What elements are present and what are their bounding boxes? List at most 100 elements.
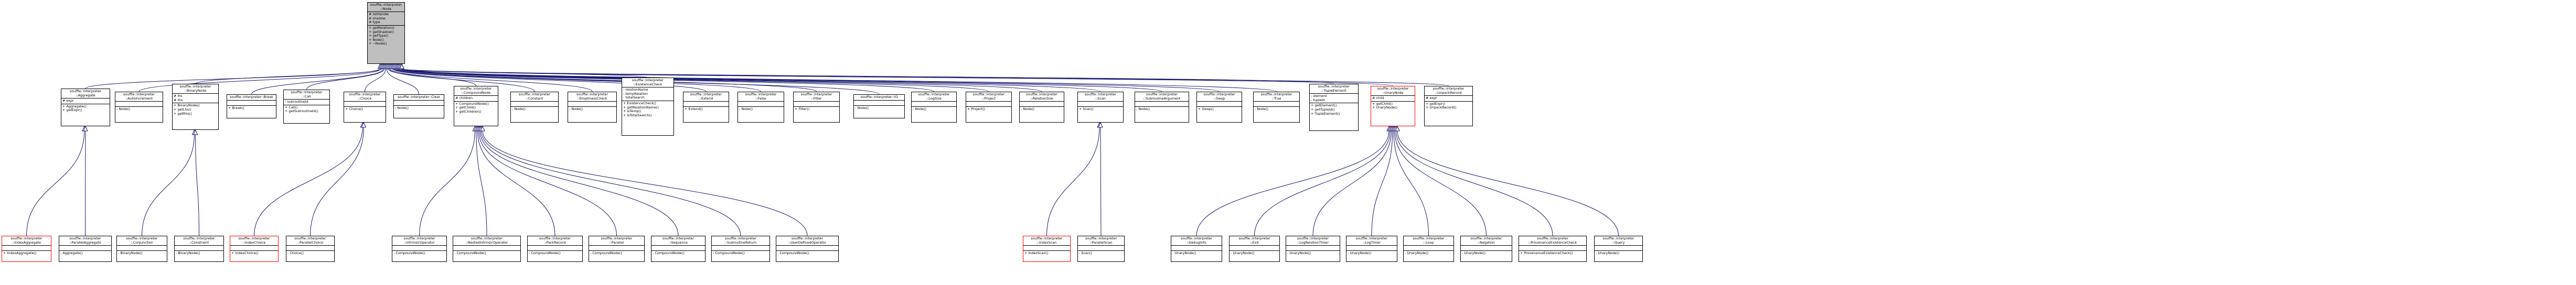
class-box-provenanceexistencecheck[interactable]: souffle::interpreter::ProvenanceExistenc… [1519,236,1587,262]
class-box-query[interactable]: souffle::interpreter::Query- UnaryNode() [1594,236,1643,262]
class-attributes [1020,101,1064,106]
class-name-line: souffle::interpreter [238,236,270,240]
class-box-negation[interactable]: souffle::interpreter::Negation- UnaryNod… [1460,236,1512,262]
class-attributes [59,245,111,250]
class-box-subroutineargument[interactable]: souffle::interpreter::SubroutineArgument… [1135,92,1189,123]
class-operations: - Scan() [1078,250,1124,256]
class-operations-line: - UnaryNode() [1231,251,1255,256]
class-box-existencecheck[interactable]: souffle::interpreter::ExistenceCheck- re… [622,78,674,136]
inheritance-edge [390,68,593,92]
class-name-line: souffle::interpreter [791,236,824,240]
class-operations: - Node() [115,106,163,112]
class-name: souffle::interpreter::Exit [1230,236,1279,245]
class-box-scan[interactable]: souffle::interpreter::Scan+ Scan() [1077,92,1124,123]
class-attributes [1461,245,1512,250]
class-box-logrelationtimer[interactable]: souffle::interpreter::LogRelationTimer- … [1286,236,1340,262]
class-name-line: souffle::interpreter [518,92,551,96]
class-operations-line: + Scan() [1079,107,1094,112]
class-box-intrinsicoperator[interactable]: souffle::interpreter::IntrinsicOperator-… [392,236,447,262]
class-name-line: ::Aggregate [76,93,95,97]
inheritance-edge [195,134,199,236]
class-box-constant[interactable]: souffle::interpreter::Constant- Node() [510,92,559,123]
class-name-line: ::ParallelChoice [297,240,324,245]
class-attributes-line: # children [455,96,473,101]
class-box-nestedintrinsicoperator[interactable]: souffle::interpreter::NestedIntrinsicOpe… [453,236,521,262]
class-box-packrecord[interactable]: souffle::interpreter::PackRecord- Compou… [527,236,583,262]
inheritance-edge [392,68,707,92]
class-box-logtimer[interactable]: souffle::interpreter::LogTimer- UnaryNod… [1346,236,1397,262]
class-box-node[interactable]: souffle::interpreter::Node# relHandle# s… [367,2,405,64]
class-name-line: ::CompoundNode [461,90,491,95]
class-box-indexchoice[interactable]: souffle::interpreter::IndexChoice+ Index… [230,236,279,262]
class-name: souffle::interpreter::UnaryNode [1371,86,1415,95]
class-operations-line: + IndexScan() [1024,251,1049,256]
class-box-binarynode[interactable]: souffle::interpreter::BinaryNode# lhs# r… [172,84,219,130]
class-name-line: souffle::interpreter [10,236,42,240]
class-name-line: souffle::interpreter [1602,236,1634,240]
class-attributes [912,101,956,106]
class-operations-line: + getExpr() [1426,101,1446,106]
inheritance-edge [1312,130,1392,236]
class-operations-line: + UnpackRecord() [1426,105,1457,110]
class-box-parallel[interactable]: souffle::interpreter::Parallel- Compound… [589,236,645,262]
class-name-line: ::Conjunction [131,240,153,245]
class-box-userdefinedoperator[interactable]: souffle::interpreter::UserDefinedOperato… [776,236,839,262]
class-operations: - CompoundNode() [712,250,769,256]
inheritance-edge [138,68,382,92]
class-operations-line: - UnaryNode() [1348,251,1372,256]
class-box-parallelchoice[interactable]: souffle::interpreter::ParallelChoice- Ch… [286,236,335,262]
class-box-project[interactable]: souffle::interpreter::Project+ Project() [966,92,1012,123]
class-name-line: souffle::interpreter [1238,236,1270,240]
class-box-loop[interactable]: souffle::interpreter::Loop- UnaryNode() [1403,236,1454,262]
class-name-line: ::UserDefinedOperator [788,240,827,245]
class-box-parallelscan[interactable]: souffle::interpreter::ParallelScan- Scan… [1077,236,1125,262]
class-box-unpackrecord[interactable]: souffle::interpreter::UnpackRecord# expr… [1424,86,1473,126]
class-box-constraint[interactable]: souffle::interpreter::Constraint- Binary… [174,236,224,262]
class-box-swap[interactable]: souffle::interpreter::Swap+ Swap() [1196,92,1242,123]
class-attributes [1230,245,1279,250]
class-name-line: souffle::interpreter [1085,236,1117,240]
class-box-choice[interactable]: souffle::interpreter::Choice+ Choice() [344,92,386,123]
class-name-line: ::DebugInfo [1187,240,1206,245]
inheritance-edge [310,127,364,236]
inheritance-edge [1371,130,1393,236]
class-box-extend[interactable]: souffle::interpreter::Extend+ Extend() [683,92,729,123]
class-name: souffle::interpreter::Extend [683,92,729,101]
class-box-compoundnode[interactable]: souffle::interpreter::CompoundNode# chil… [454,86,498,126]
inheritance-edge [386,68,419,95]
class-box-true[interactable]: souffle::interpreter::True- Node() [1253,92,1300,123]
class-box-autoincrement[interactable]: souffle::interpreter::AutoIncrement- Nod… [115,92,163,123]
class-name-line: ::IndexAggregate [12,240,41,245]
class-box-tupleelement[interactable]: souffle::interpreter::TupleElement- elem… [1309,84,1359,131]
class-name: souffle::interpreter::PackRecord [528,236,582,245]
class-box-subroutinereturn[interactable]: souffle::interpreter::SubroutineReturn- … [711,236,770,262]
class-box-clear[interactable]: souffle::interpreter::Clear- Node() [393,94,444,118]
class-box-logsize[interactable]: souffle::interpreter::LogSize- Node() [911,92,957,123]
class-attributes: # child [1371,95,1415,101]
class-attributes [286,245,334,250]
class-box-break[interactable]: souffle::interpreter::Break+ Break() [227,94,276,118]
class-box-indexscan[interactable]: souffle::interpreter::IndexScan+ IndexSc… [1023,236,1071,262]
class-box-parallelaggregate[interactable]: souffle::interpreter::ParallelAggregate-… [59,236,112,262]
class-box-call[interactable]: souffle::interpreter::Call- subroutineId… [283,90,330,124]
class-name: souffle::interpreter::IndexAggregate [2,236,51,245]
class-box-io[interactable]: souffle::interpreter::IO- Node() [853,94,905,118]
class-box-filter[interactable]: souffle::interpreter::Filter+ Filter() [793,92,840,123]
class-box-emptinesscheck[interactable]: souffle::interpreter::EmptinessCheck- No… [568,92,617,123]
class-box-aggregate[interactable]: souffle::interpreter::Aggregate# expr+ A… [61,89,110,126]
class-attributes-line: - subroutineId [285,100,308,104]
class-operations: - CompoundNode() [651,250,705,256]
class-box-exit[interactable]: souffle::interpreter::Exit- UnaryNode() [1229,236,1280,262]
class-box-debuginfo[interactable]: souffle::interpreter::DebugInfo- UnaryNo… [1171,236,1222,262]
class-operations-line: - Scan() [1079,251,1092,256]
class-box-conjunction[interactable]: souffle::interpreter::Conjunction- Binar… [116,236,167,262]
class-box-unarynode[interactable]: souffle::interpreter::UnaryNode# child+ … [1371,86,1415,126]
class-attributes [683,101,729,106]
class-box-sequence[interactable]: souffle::interpreter::Sequence- Compound… [651,236,706,262]
class-box-relationsize[interactable]: souffle::interpreter::RelationSize- Node… [1019,92,1064,123]
class-operations-line: + BinaryNode() [174,103,200,108]
class-box-false[interactable]: souffle::interpreter::False- Node() [737,92,784,123]
class-operations-line: + ~Node() [369,41,387,46]
class-operations-line: + getElement() [1311,103,1337,108]
class-box-indexaggregate[interactable]: souffle::interpreter::IndexAggregate+ In… [2,236,51,262]
